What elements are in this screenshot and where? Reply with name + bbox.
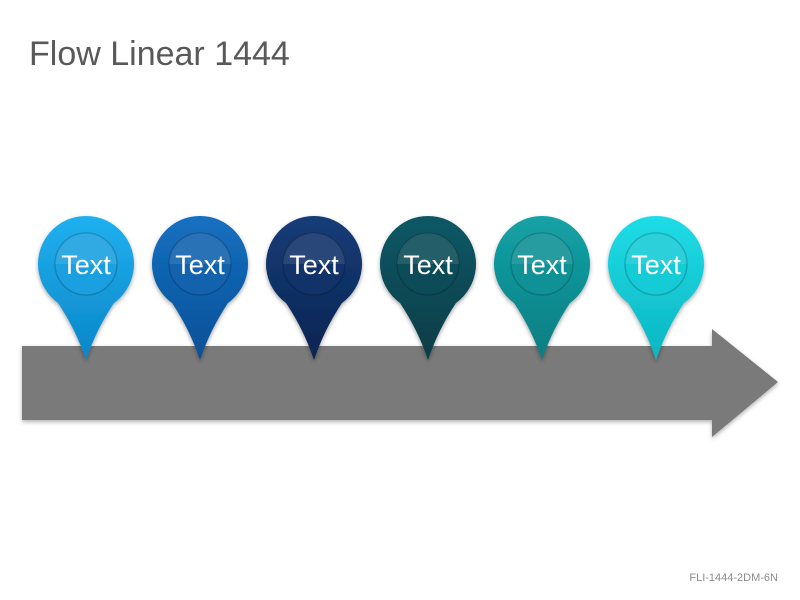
pin-highlight [511,233,573,264]
pin-marker-2: Text [152,216,249,360]
pin-inner-circle [510,232,574,296]
pin-marker-6: Text [608,216,704,360]
pin-marker-4: Text [380,215,476,360]
pin-highlight [169,233,231,264]
page-title: Flow Linear 1444 [29,35,290,73]
pin-highlight [55,233,117,264]
pins-layer: Text Text Text Text Text Text [38,215,704,360]
pin-highlight [625,233,687,264]
pin-label: Text [403,250,453,280]
pin-inner-circle [396,232,460,296]
pin-marker-1: Text [38,216,134,360]
pin-label: Text [517,250,567,280]
pin-label: Text [175,250,225,280]
pin-highlight [283,233,345,264]
pin-inner-circle [168,232,232,296]
pin-label: Text [61,250,111,280]
pin-inner-circle [54,232,118,296]
pin-marker-3: Text [266,216,363,360]
flow-arrow [22,329,778,437]
pin-marker-5: Text [494,216,590,360]
footer-code: FLI-1444-2DM-6N [689,572,778,584]
pin-inner-circle [624,232,688,296]
pin-label: Text [631,250,681,280]
pin-inner-circle [282,232,346,296]
pin-highlight [397,233,459,264]
pin-label: Text [289,250,339,280]
